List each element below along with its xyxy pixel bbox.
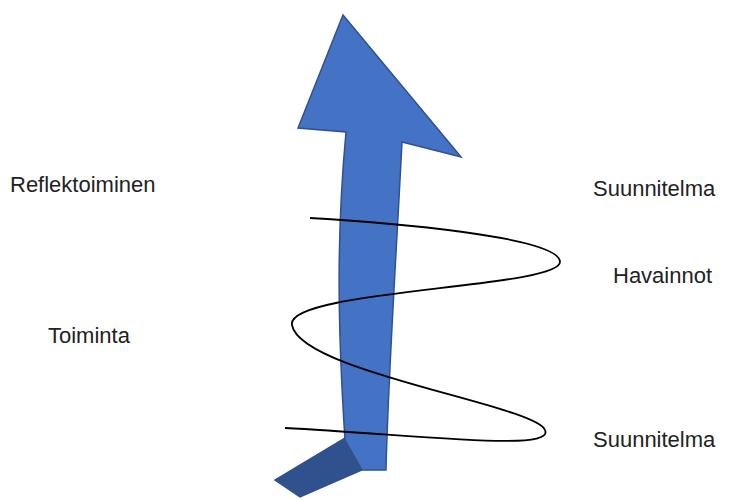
- stage-label: Reflektoiminen: [10, 172, 156, 198]
- spiral-line: [285, 218, 560, 441]
- upward-arrow: [298, 15, 461, 470]
- stage-label: Toiminta: [48, 323, 130, 349]
- stage-label: Suunnitelma: [593, 176, 715, 202]
- stage-label: Havainnot: [613, 263, 712, 289]
- stage-label: Suunnitelma: [593, 427, 715, 453]
